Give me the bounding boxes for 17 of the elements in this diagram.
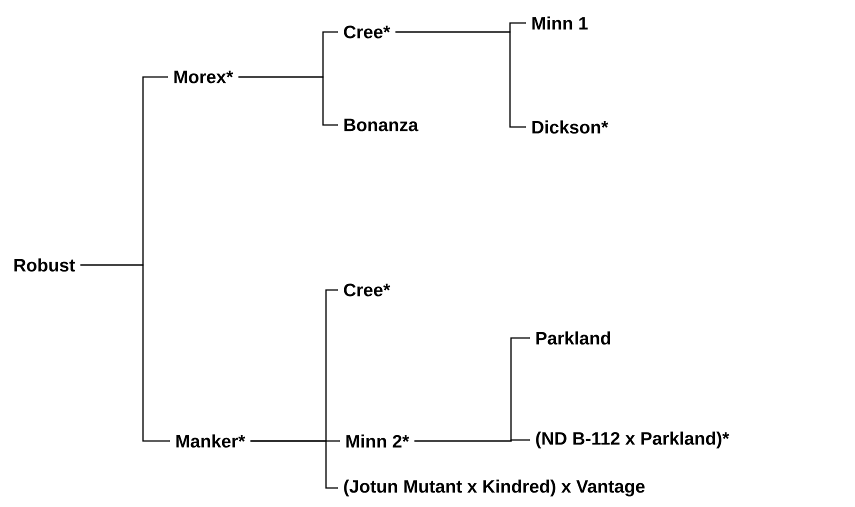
cultivar-label: Cree*	[344, 26, 390, 38]
bracket-line	[80, 264, 170, 442]
cultivar-label: Minn 2*	[346, 434, 410, 448]
cultivar-label: Dickson*	[532, 120, 608, 134]
cultivar-label: Bonanza	[344, 118, 418, 132]
cultivar-label: (Jotun Mutant x Kindred) x Vantage	[344, 480, 645, 496]
cultivar-label: Parkland	[536, 331, 610, 345]
cultivar-label: Manker*	[176, 434, 246, 448]
cultivar-label: Minn 1	[532, 16, 588, 30]
bracket-line	[414, 439, 530, 442]
bracket-line	[395, 31, 526, 128]
cultivar-label: Morex*	[174, 70, 234, 84]
cultivar-label: Cree*	[344, 284, 390, 296]
cultivar-label: Robust	[14, 258, 75, 272]
bracket-line	[250, 440, 338, 489]
bracket-line	[238, 76, 338, 126]
cultivar-label: (ND B-112 x Parkland)*	[536, 432, 730, 448]
